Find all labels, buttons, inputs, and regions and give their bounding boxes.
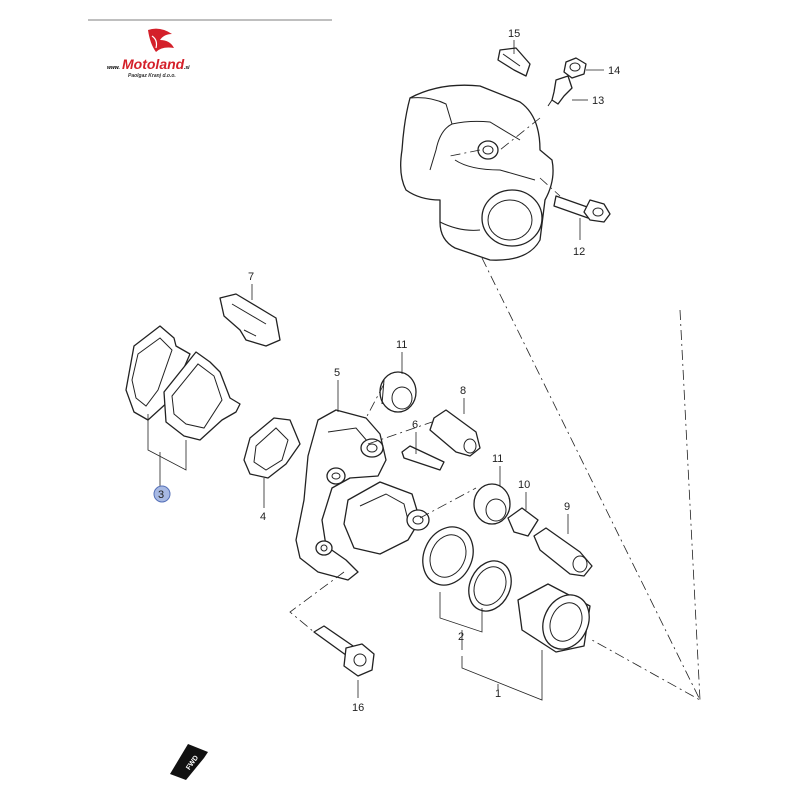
part-3-brake-pads bbox=[125, 325, 241, 441]
motoland-logo: www. Motoland .si Paolgaz Kranj d.o.o. bbox=[107, 28, 190, 79]
callout-3[interactable]: 3 bbox=[158, 489, 164, 501]
part-16-bolt bbox=[313, 625, 375, 677]
callout-6[interactable]: 6 bbox=[412, 419, 418, 431]
brand-name: Motoland bbox=[122, 56, 185, 72]
brand-tagline: Paolgaz Kranj d.o.o. bbox=[128, 73, 176, 79]
part-7-pad-spring bbox=[219, 293, 281, 347]
callout-4[interactable]: 4 bbox=[260, 511, 266, 523]
flame-icon bbox=[148, 28, 174, 52]
callout-14[interactable]: 14 bbox=[608, 65, 620, 77]
part-11-boot-lower bbox=[473, 483, 511, 525]
part-13-bleeder bbox=[547, 75, 573, 107]
callout-2[interactable]: 2 bbox=[458, 631, 464, 643]
part-2-seals bbox=[422, 526, 512, 612]
part-6-clip bbox=[401, 445, 445, 471]
callout-15[interactable]: 15 bbox=[508, 28, 520, 40]
part-14-cap bbox=[563, 57, 587, 79]
callout-13[interactable]: 13 bbox=[592, 95, 604, 107]
callout-3-selected[interactable]: 3 bbox=[153, 485, 171, 503]
part-5-bracket bbox=[295, 409, 430, 581]
part-8-pin bbox=[429, 409, 481, 457]
caliper-assembly-upper bbox=[400, 84, 554, 261]
brand-prefix: www. bbox=[107, 65, 120, 71]
selected-badge[interactable] bbox=[153, 485, 171, 503]
callout-12[interactable]: 12 bbox=[573, 246, 585, 258]
part-11-boot-upper bbox=[379, 371, 417, 413]
callout-10[interactable]: 10 bbox=[518, 479, 530, 491]
callouts: 15 14 13 12 7 5 11 8 6 4 11 10 9 2 1 16 … bbox=[153, 28, 620, 714]
callout-11-lower[interactable]: 11 bbox=[492, 453, 503, 465]
callout-1[interactable]: 1 bbox=[495, 688, 501, 700]
callout-7[interactable]: 7 bbox=[248, 271, 254, 283]
part-1-piston bbox=[517, 583, 591, 653]
part-9-pin bbox=[533, 527, 593, 577]
callout-8[interactable]: 8 bbox=[460, 385, 466, 397]
part-15-clip bbox=[497, 47, 531, 77]
brand-suffix: .si bbox=[184, 65, 190, 71]
part-10-sleeve bbox=[507, 507, 539, 537]
assembly-dash-lines bbox=[289, 117, 701, 701]
part-4-shim bbox=[243, 417, 301, 479]
leader-lines bbox=[147, 40, 604, 701]
callout-5[interactable]: 5 bbox=[334, 367, 340, 379]
callout-11-upper[interactable]: 11 bbox=[396, 339, 407, 351]
callout-9[interactable]: 9 bbox=[564, 501, 570, 513]
callout-16[interactable]: 16 bbox=[352, 702, 364, 714]
part-12-bolt bbox=[553, 195, 611, 223]
forward-arrow-icon: FWD bbox=[170, 744, 208, 780]
